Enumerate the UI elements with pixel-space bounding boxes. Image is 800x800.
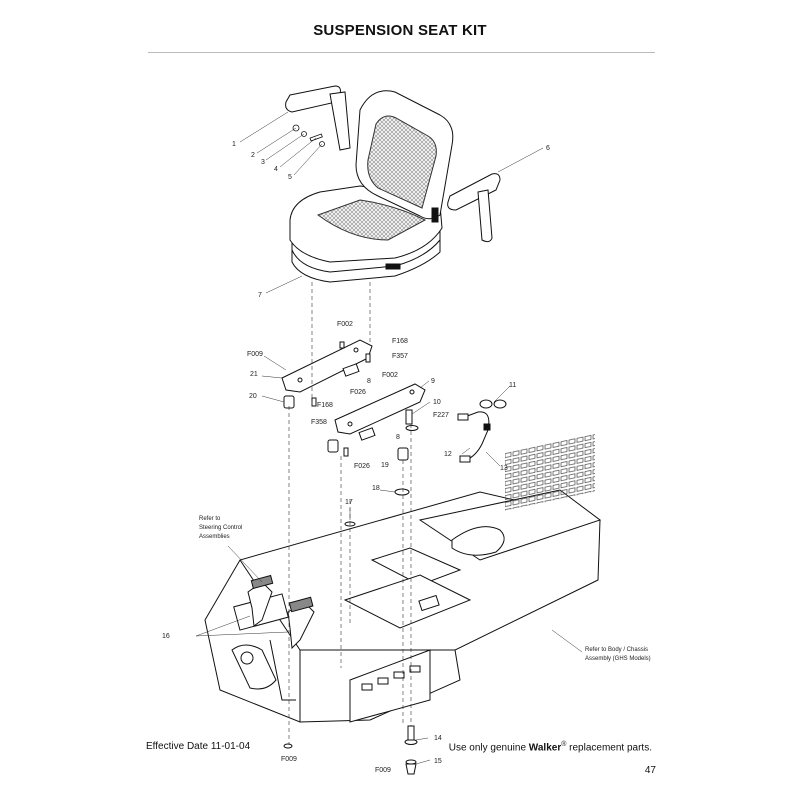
callout-18: 18 bbox=[372, 485, 380, 492]
callout-labels: 1 2 3 4 5 6 7 F002 F168 F357 F009 21 8 F… bbox=[162, 141, 550, 774]
notice-suffix: replacement parts. bbox=[566, 742, 652, 754]
registered-mark: ® bbox=[561, 741, 567, 748]
callout-16: 16 bbox=[162, 633, 170, 640]
callout-12: 12 bbox=[444, 451, 452, 458]
steering-note-line2: Steering Control bbox=[199, 525, 242, 531]
seat-switch-harness bbox=[457, 399, 507, 463]
callout-f009-b: F009 bbox=[281, 756, 297, 763]
callout-9: 9 bbox=[431, 378, 435, 385]
callout-5: 5 bbox=[288, 174, 292, 181]
callout-17: 17 bbox=[345, 499, 353, 506]
callout-3: 3 bbox=[261, 159, 265, 166]
page-number: 47 bbox=[644, 765, 656, 776]
leader-lines bbox=[195, 111, 583, 765]
steering-note-line1: Refer to bbox=[199, 516, 221, 522]
callout-8-a: 8 bbox=[367, 378, 371, 385]
callout-f358: F358 bbox=[311, 419, 327, 426]
callout-8-b: 8 bbox=[396, 434, 400, 441]
callout-f168-b: F168 bbox=[317, 402, 333, 409]
bottom-hardware bbox=[283, 725, 418, 775]
callout-13: 13 bbox=[500, 465, 508, 472]
effective-date: Effective Date 11-01-04 bbox=[146, 741, 251, 752]
reference-notes: Refer to Steering Control Assemblies Ref… bbox=[199, 516, 651, 662]
callout-14: 14 bbox=[434, 735, 442, 742]
body-note-line1: Refer to Body / Chassis bbox=[585, 647, 648, 653]
callout-f009-c: F009 bbox=[375, 767, 391, 774]
callout-21: 21 bbox=[250, 371, 258, 378]
callout-f026-b: F026 bbox=[354, 463, 370, 470]
armrest-hardware bbox=[292, 124, 325, 147]
callout-f227: F227 bbox=[433, 412, 449, 419]
callout-6: 6 bbox=[546, 145, 550, 152]
callout-11: 11 bbox=[509, 382, 516, 389]
callout-2: 2 bbox=[251, 152, 255, 159]
genuine-parts-notice: Use only genuine Walker® replacement par… bbox=[449, 741, 652, 753]
callout-f009-a: F009 bbox=[247, 351, 263, 358]
callout-f026-a: F026 bbox=[350, 389, 366, 396]
callout-f002-a: F002 bbox=[337, 321, 353, 328]
isolators-and-bolts bbox=[283, 341, 419, 527]
callout-7: 7 bbox=[258, 292, 262, 299]
callout-20: 20 bbox=[249, 393, 257, 400]
suspension-seat bbox=[285, 85, 501, 283]
page-title: SUSPENSION SEAT KIT bbox=[313, 22, 487, 39]
callout-10: 10 bbox=[433, 399, 441, 406]
callout-4: 4 bbox=[274, 166, 278, 173]
callout-19: 19 bbox=[381, 462, 389, 469]
title-rule bbox=[148, 52, 655, 53]
callout-f168-a: F168 bbox=[392, 338, 408, 345]
body-note-line2: Assembly (GHS Models) bbox=[585, 656, 651, 662]
steering-note-line3: Assemblies bbox=[199, 534, 230, 540]
callout-f357: F357 bbox=[392, 353, 408, 360]
brand-name: Walker bbox=[528, 742, 562, 754]
alignment-lines bbox=[288, 282, 412, 745]
callout-f002-b: F002 bbox=[382, 372, 398, 379]
callout-1: 1 bbox=[232, 141, 236, 148]
callout-15: 15 bbox=[434, 758, 442, 765]
notice-prefix: Use only genuine bbox=[448, 742, 529, 754]
